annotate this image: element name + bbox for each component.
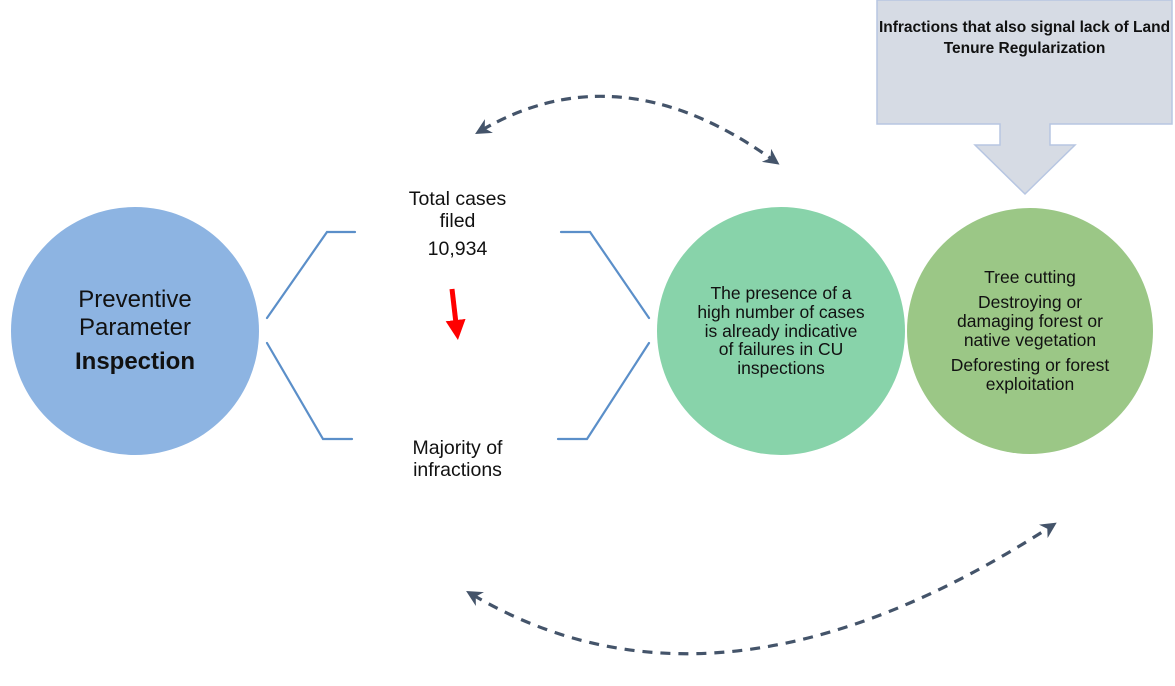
presence-circle [657, 207, 905, 455]
infraction-item: Deforesting or forest exploitation [950, 354, 1110, 394]
inspection-line1: Preventive [78, 286, 192, 314]
majority-label: Majority of infractions [355, 437, 560, 482]
infractions-circle [907, 208, 1153, 454]
inspection-label: Preventive Parameter Inspection [11, 207, 259, 455]
callout-text: Infractions that also signal lack of Lan… [878, 19, 1171, 57]
top-dashed-arrow [475, 94, 780, 165]
total-cases-line1: Total cases [408, 188, 507, 210]
left-bracket [265, 230, 357, 441]
majority-line2: infractions [413, 459, 502, 482]
right-bracket [556, 230, 651, 441]
callout-box [876, 0, 1173, 196]
presence-label: The presence of a high number of cases i… [660, 207, 902, 455]
inspection-line2: Parameter [78, 314, 192, 341]
bottom-dashed-arrow [466, 522, 1057, 656]
inspection-circle [11, 207, 259, 455]
infractions-list: Tree cutting Destroying or damaging fore… [907, 208, 1153, 454]
majority-line1: Majority of [412, 437, 503, 459]
total-cases-line2: filed [439, 210, 476, 233]
total-cases-label: Total cases filed 10,934 [355, 188, 560, 260]
infraction-item: Destroying or damaging forest or native … [957, 292, 1103, 350]
red-down-arrow [445, 288, 466, 340]
infraction-item: Tree cutting [984, 267, 1076, 288]
presence-text: The presence of a high number of cases i… [697, 282, 865, 379]
inspection-title: Inspection [74, 347, 195, 375]
total-cases-value: 10,934 [427, 237, 488, 260]
